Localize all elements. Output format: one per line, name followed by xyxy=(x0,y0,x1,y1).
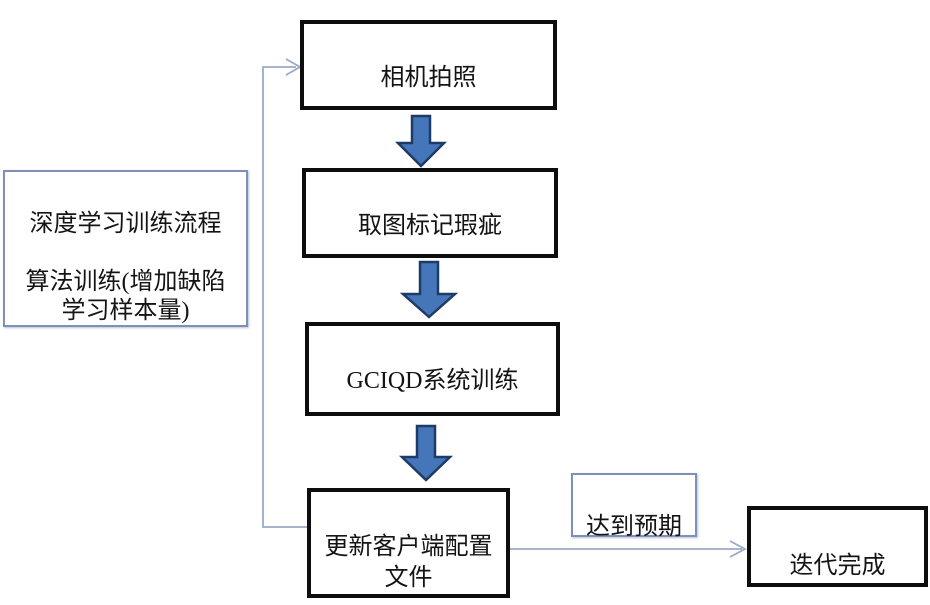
node-mark-defects: 取图标记瑕疵 xyxy=(302,168,558,258)
node-gciqd-training-label: GCIQD系统训练 xyxy=(346,368,519,394)
down-block-arrow-1-icon xyxy=(394,114,448,168)
node-iteration-complete-label: 迭代完成 xyxy=(789,553,886,579)
legend-training-process-label: 深度学习训练流程 算法训练(增加缺陷 学习样本量) xyxy=(25,211,226,324)
node-iteration-complete: 迭代完成 xyxy=(747,506,928,587)
down-block-arrow-2-icon xyxy=(399,260,459,319)
edge-label-expectation-met-label: 达到预期 xyxy=(586,514,682,540)
legend-training-process: 深度学习训练流程 算法训练(增加缺陷 学习样本量) xyxy=(3,170,248,327)
node-mark-defects-label: 取图标记瑕疵 xyxy=(358,213,502,239)
down-block-arrow-3-icon xyxy=(398,424,454,482)
node-update-client-config: 更新客户端配置 文件 xyxy=(307,488,510,598)
node-update-client-config-label: 更新客户端配置 文件 xyxy=(324,534,493,591)
edge-label-expectation-met: 达到预期 xyxy=(571,473,697,540)
done-arrowhead-icon xyxy=(729,540,747,558)
node-camera-capture: 相机拍照 xyxy=(300,20,557,110)
node-gciqd-training: GCIQD系统训练 xyxy=(305,322,560,416)
node-camera-capture-label: 相机拍照 xyxy=(380,65,477,91)
loop-connector-line xyxy=(262,66,307,528)
